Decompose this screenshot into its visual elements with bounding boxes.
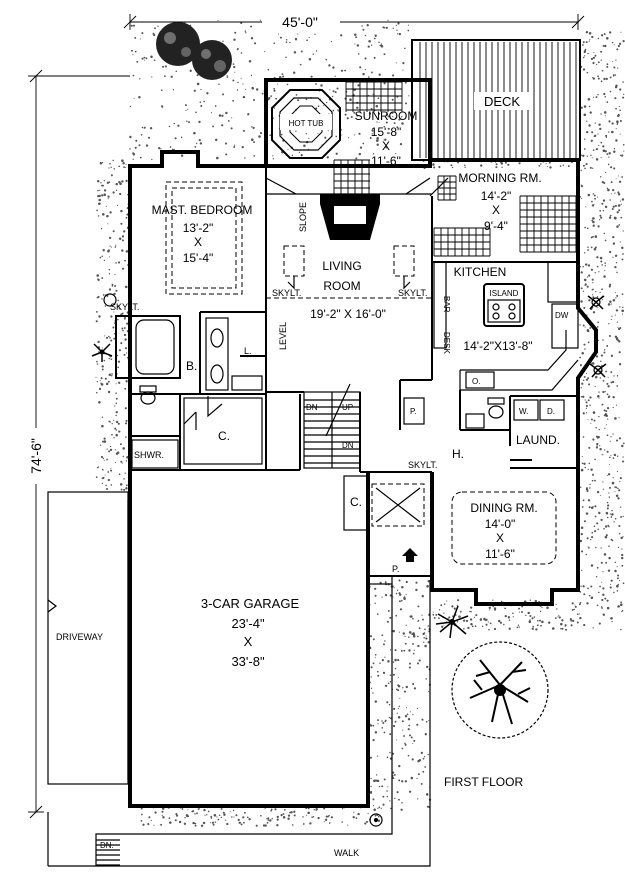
garage-height: 33'-8" <box>231 654 265 669</box>
deck: DECK <box>411 39 581 161</box>
sunroom-name: SUNROOM <box>355 109 418 123</box>
master-bath: SKYLT. B. L. SHWR. C. <box>110 302 263 469</box>
shrub-icon <box>369 813 383 827</box>
island-label: ISLAND <box>490 289 519 298</box>
closet-label: C. <box>218 429 230 443</box>
shrub-icon <box>91 343 113 362</box>
linen-label: L. <box>244 346 252 356</box>
powder-laundry: P. W. D. LAUND. H. <box>403 397 565 461</box>
garage-width: 23'-4" <box>231 616 265 631</box>
interior-walls <box>130 166 578 540</box>
dishwasher-label: DW <box>555 311 569 320</box>
width-dimension: 45'-0" <box>123 12 585 30</box>
dining-width: 14'-0" <box>485 517 516 531</box>
depth-dimension: 74'-6" <box>26 69 130 819</box>
hot-tub-label: HOT TUB <box>289 119 324 128</box>
walk: DN. WALK <box>47 580 431 867</box>
garage-x: X <box>244 634 253 649</box>
sunroom-x: X <box>382 139 390 153</box>
living-room: SLOPE SKYLT. SKYLT. LIVING ROOM 19'-2" X… <box>265 177 432 350</box>
dryer-label: D. <box>547 407 555 416</box>
dining-x: X <box>496 531 504 545</box>
master-height: 15'-4" <box>183 251 214 265</box>
living-name-2: ROOM <box>323 279 360 293</box>
morning-width: 14'-2" <box>481 189 512 203</box>
dining-name: DINING RM. <box>470 501 537 515</box>
hall-label: H. <box>452 447 464 461</box>
width-label: 45'-0" <box>282 14 318 30</box>
shower-label: SHWR. <box>134 450 164 460</box>
driveway: DRIVEWAY <box>47 491 129 785</box>
foyer-skylight: SKYLT. <box>408 460 437 470</box>
living-name-1: LIVING <box>322 259 361 273</box>
living-skylight-right: SKYLT. <box>398 288 427 298</box>
walk-label: WALK <box>334 848 359 858</box>
kitchen-name: KITCHEN <box>454 265 507 279</box>
sunroom-width: 15'-8" <box>371 125 402 139</box>
deck-label: DECK <box>484 94 520 109</box>
floor-label: FIRST FLOOR <box>444 775 523 789</box>
master-bedroom: MAST. BEDROOM 13'-2" X 15'-4" <box>152 181 253 295</box>
sunroom: HOT TUB SUNROOM 15'-8" X 11'-6" <box>264 78 432 196</box>
washer-label: W. <box>519 407 528 416</box>
pantry-label: P. <box>410 407 417 416</box>
stair-down-label: DN <box>306 403 318 412</box>
master-x: X <box>194 235 202 249</box>
porch-label: P. <box>392 564 399 574</box>
kitchen-island: ISLAND <box>483 283 525 327</box>
stair-up-label: UP <box>342 403 353 412</box>
kitchen: ISLAND KITCHEN 14'-2"X13'-8" BAR DESK DW… <box>432 261 579 391</box>
level-label: LEVEL <box>278 322 288 350</box>
shrub-icon <box>435 605 469 639</box>
sunroom-height: 11'-6" <box>371 154 401 168</box>
tree-icon <box>451 641 549 739</box>
foyer-closet-label: C. <box>350 495 362 509</box>
bar-label: BAR <box>442 296 451 313</box>
dining-height: 11'-6" <box>485 547 515 561</box>
hot-tub: HOT TUB <box>271 89 341 159</box>
master-name: MAST. BEDROOM <box>152 203 253 217</box>
tree-icon <box>156 22 232 80</box>
living-size: 19'-2" X 16'-0" <box>310 307 386 321</box>
shrub-icon <box>103 293 117 307</box>
morning-x: X <box>492 203 500 217</box>
walk-down-label: DN. <box>100 841 114 850</box>
living-skylight-left: SKYLT. <box>272 288 301 298</box>
master-width: 13'-2" <box>183 221 214 235</box>
bath-label: B. <box>186 359 197 373</box>
shrub-icon <box>589 363 607 378</box>
oven-label: O. <box>472 377 480 386</box>
stair-down-label-2: DN <box>342 441 354 450</box>
slope-label: SLOPE <box>298 202 308 232</box>
master-bath-skylight: SKYLT. <box>110 302 139 312</box>
shrub-icon <box>587 295 605 310</box>
morning-height: 9'-4" <box>484 219 508 233</box>
kitchen-size: 14'-2"X13'-8" <box>463 339 532 353</box>
morning-room: MORNING RM. 14'-2" X 9'-4" <box>429 171 577 257</box>
garage: 3-CAR GARAGE 23'-4" X 33'-8" <box>127 500 300 780</box>
exterior-walls <box>128 150 598 808</box>
dining-room: DINING RM. 14'-0" X 11'-6" <box>451 491 557 565</box>
laundry-label: LAUND. <box>516 433 560 447</box>
stairs: DN UP DN <box>303 383 361 469</box>
driveway-label: DRIVEWAY <box>56 632 103 642</box>
morning-name: MORNING RM. <box>458 171 541 185</box>
foyer: C. SKYLT. P. <box>343 460 437 574</box>
depth-label: 74'-6" <box>28 438 44 474</box>
desk-label: DESK <box>442 332 451 354</box>
garage-name: 3-CAR GARAGE <box>201 596 300 611</box>
